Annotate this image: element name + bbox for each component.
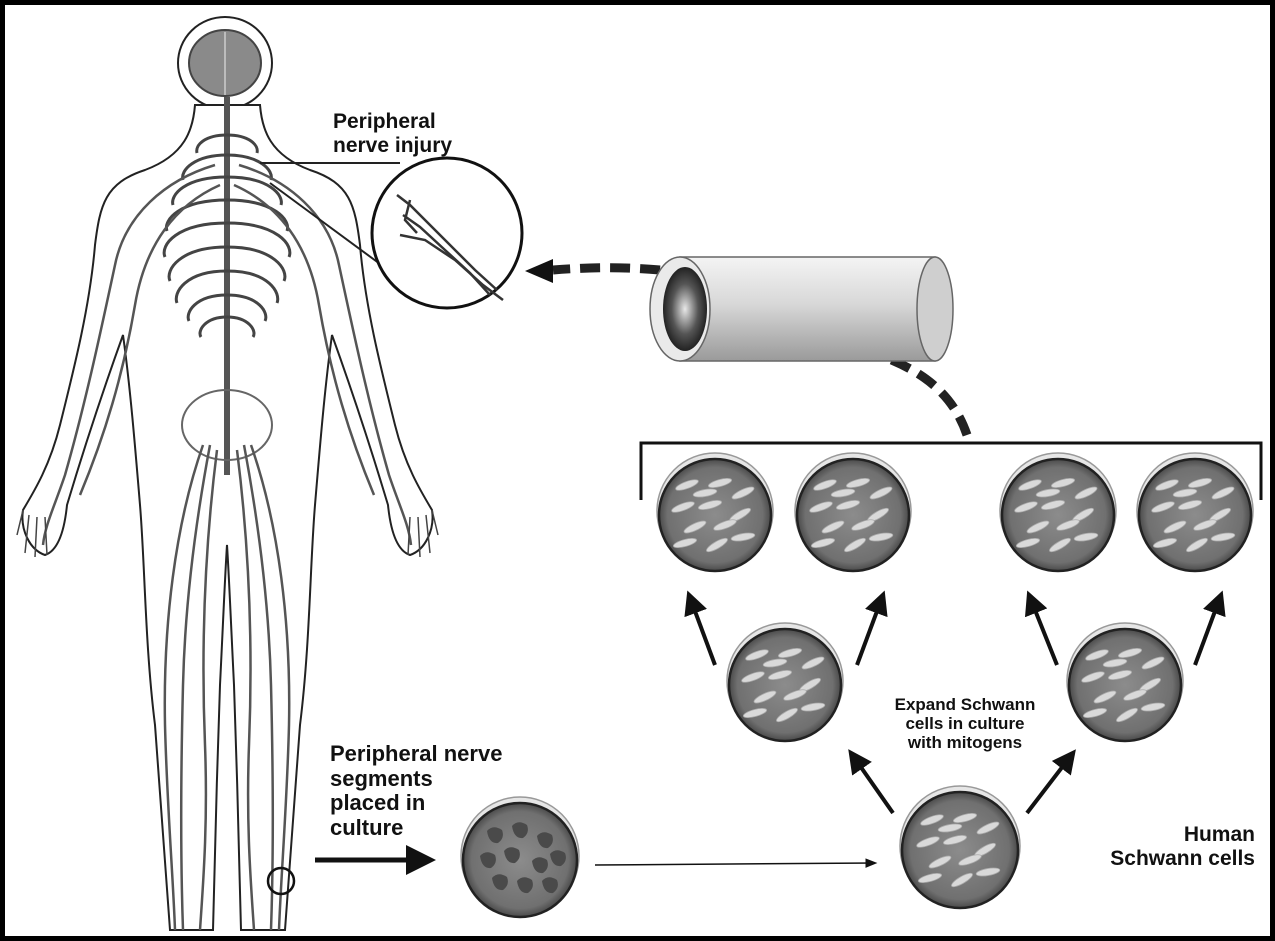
arrow-4 <box>1195 595 1221 665</box>
magnifier-circle <box>372 158 522 308</box>
dish-top-1 <box>657 453 773 571</box>
dish-top-3 <box>1000 453 1116 571</box>
transfer-arrow <box>595 863 875 865</box>
dish-bottom <box>900 786 1020 908</box>
label-peripheral-nerve-injury: Peripheral nerve injury <box>333 110 452 157</box>
nerve-guidance-tube <box>650 257 953 361</box>
arrow-5 <box>851 753 893 813</box>
diagram-svg <box>5 5 1270 936</box>
label-expand-schwann-cells: Expand Schwann cells in culture with mit… <box>845 695 1085 752</box>
arrow-1 <box>689 595 715 665</box>
arrow-2 <box>857 595 883 665</box>
dish-top-4 <box>1137 453 1253 571</box>
label-nerve-segments-culture: Peripheral nerve segments placed in cult… <box>330 742 502 841</box>
dish-mid-left <box>727 623 843 741</box>
arrow-6 <box>1027 753 1073 813</box>
dish-top-2 <box>795 453 911 571</box>
label-human-schwann-cells: Human Schwann cells <box>1015 823 1255 870</box>
arrow-3 <box>1029 595 1057 665</box>
